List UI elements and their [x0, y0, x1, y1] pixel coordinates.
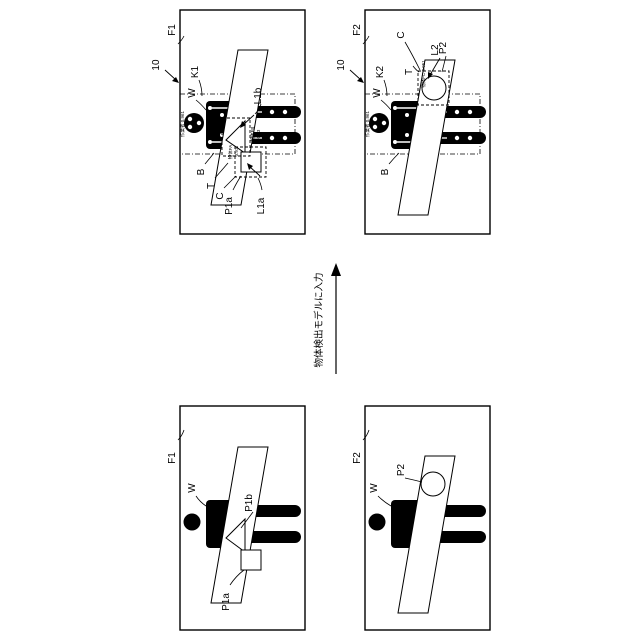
label-box: B: [196, 168, 207, 175]
label-text: T: [404, 69, 415, 75]
label-p1a: P1a: [221, 593, 232, 611]
label-worker: W: [372, 88, 383, 98]
label-frame-f2: F2: [352, 452, 363, 464]
label-box: B: [380, 168, 391, 175]
label-l1a: L1a: [256, 197, 267, 214]
object-p2: [421, 472, 445, 496]
label-system: 10: [336, 59, 347, 71]
object-p1a: [241, 152, 261, 172]
label-key1: K1: [190, 65, 201, 78]
label-p2: P2: [438, 41, 449, 54]
obj-b-label: 物体FB: [249, 127, 256, 142]
input-arrow: 物体検出モデルに入力: [313, 263, 341, 374]
input-frame-f2: F2 W P2: [352, 406, 490, 630]
output-frame-f1: 作業者 0.961 物体FA 0.97 物体FB 0.93 F1 10 W K1…: [151, 10, 305, 234]
label-worker: W: [187, 88, 198, 98]
label-frame-f1: F1: [167, 452, 178, 464]
label-system: 10: [151, 59, 162, 71]
label-text: T: [206, 183, 217, 189]
output-frame-f2: 物体FC 0.951 作業者 0.961 F2 10 W K2 B C T L2…: [336, 10, 490, 234]
label-l1b: L1b: [253, 87, 264, 104]
person-confidence: 作業者 0.961: [364, 110, 371, 137]
label-p1b: P1b: [244, 494, 255, 512]
obj-a-label: 物体FA: [227, 145, 234, 160]
label-frame-f1: F1: [167, 24, 178, 36]
arrow-caption: 物体検出モデルに入力: [313, 272, 325, 367]
label-key2: K2: [375, 65, 386, 78]
label-frame-f2: F2: [352, 24, 363, 36]
label-p2: P2: [396, 463, 407, 476]
label-p1a: P1a: [224, 197, 235, 215]
obj-b-confidence: 0.93: [256, 129, 261, 138]
obj-2-label: 物体FC 0.951: [420, 60, 427, 88]
label-worker: W: [187, 483, 198, 493]
object-p1a: [241, 550, 261, 570]
label-worker: W: [369, 483, 380, 493]
input-frame-f1: F1 W P1b P1a: [167, 406, 305, 630]
label-category: C: [396, 31, 407, 38]
obj-a-confidence: 0.97: [234, 147, 239, 156]
person-confidence: 作業者 0.961: [179, 110, 186, 137]
